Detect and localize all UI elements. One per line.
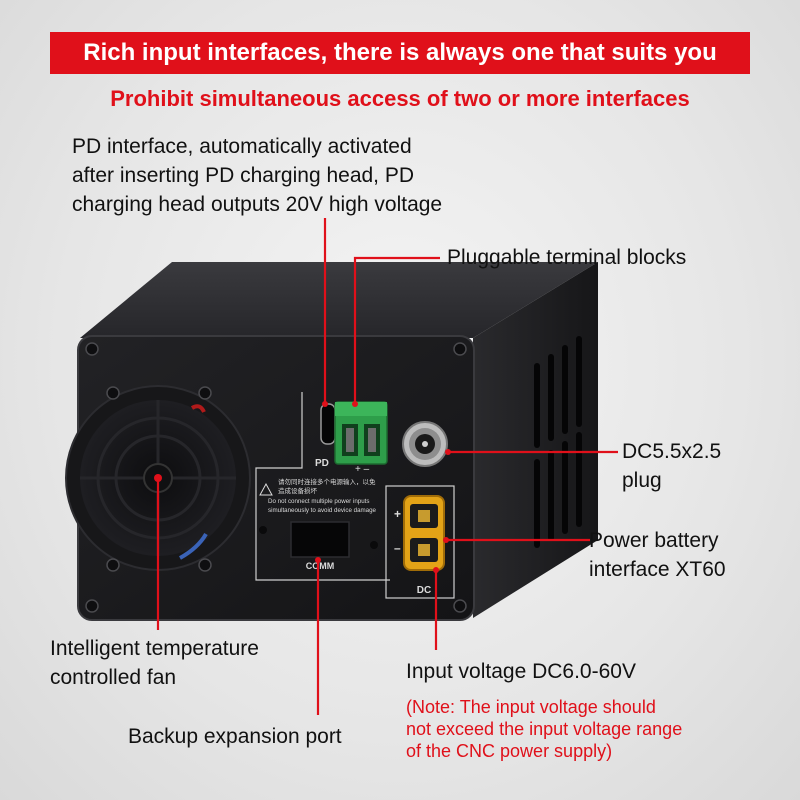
case-top — [80, 262, 598, 338]
warning-text-en-2: simultaneously to avoid device damage — [268, 507, 377, 514]
xt60-minus: – — [394, 541, 401, 555]
pd-interface-label: PD interface, automatically activated af… — [72, 135, 443, 216]
corner-screws — [85, 342, 467, 613]
callout-lines — [156, 218, 618, 715]
terminal-polarity: + – — [355, 464, 370, 475]
xt60-plus: + — [394, 507, 401, 521]
warning-triangle — [259, 482, 273, 496]
backup-port-label: Backup expansion port — [128, 725, 342, 748]
terminal-blocks-label: Pluggable terminal blocks — [447, 246, 687, 269]
pd-mark: PD — [315, 458, 329, 469]
comm-label: COMM — [306, 561, 335, 571]
input-voltage-label: Input voltage DC6.0-60V — [406, 660, 636, 683]
side-vents — [534, 336, 582, 548]
pd-usb-c-port — [320, 403, 336, 445]
dc-plug-label: DC5.5x2.5 plug — [622, 440, 722, 492]
input-voltage-note: (Note: The input voltage should not exce… — [406, 697, 683, 761]
battery-interface-label: Power battery interface XT60 — [589, 529, 726, 581]
warning-text-cn-2: 造成设备损坏 — [278, 486, 318, 495]
terminal-callout-line — [353, 256, 440, 404]
title-banner: Rich input interfaces, there is always o… — [50, 32, 750, 74]
comm-port — [290, 521, 350, 558]
warning-text-en: Do not connect multiple power inputs — [268, 498, 369, 505]
warning-text-cn: 请勿同时连接多个电源输入，以免 — [278, 477, 376, 486]
warning-subtitle: Prohibit simultaneous access of two or m… — [110, 86, 690, 111]
dc-label: DC — [417, 585, 431, 596]
fan-label: Intelligent temperature controlled fan — [50, 637, 259, 689]
